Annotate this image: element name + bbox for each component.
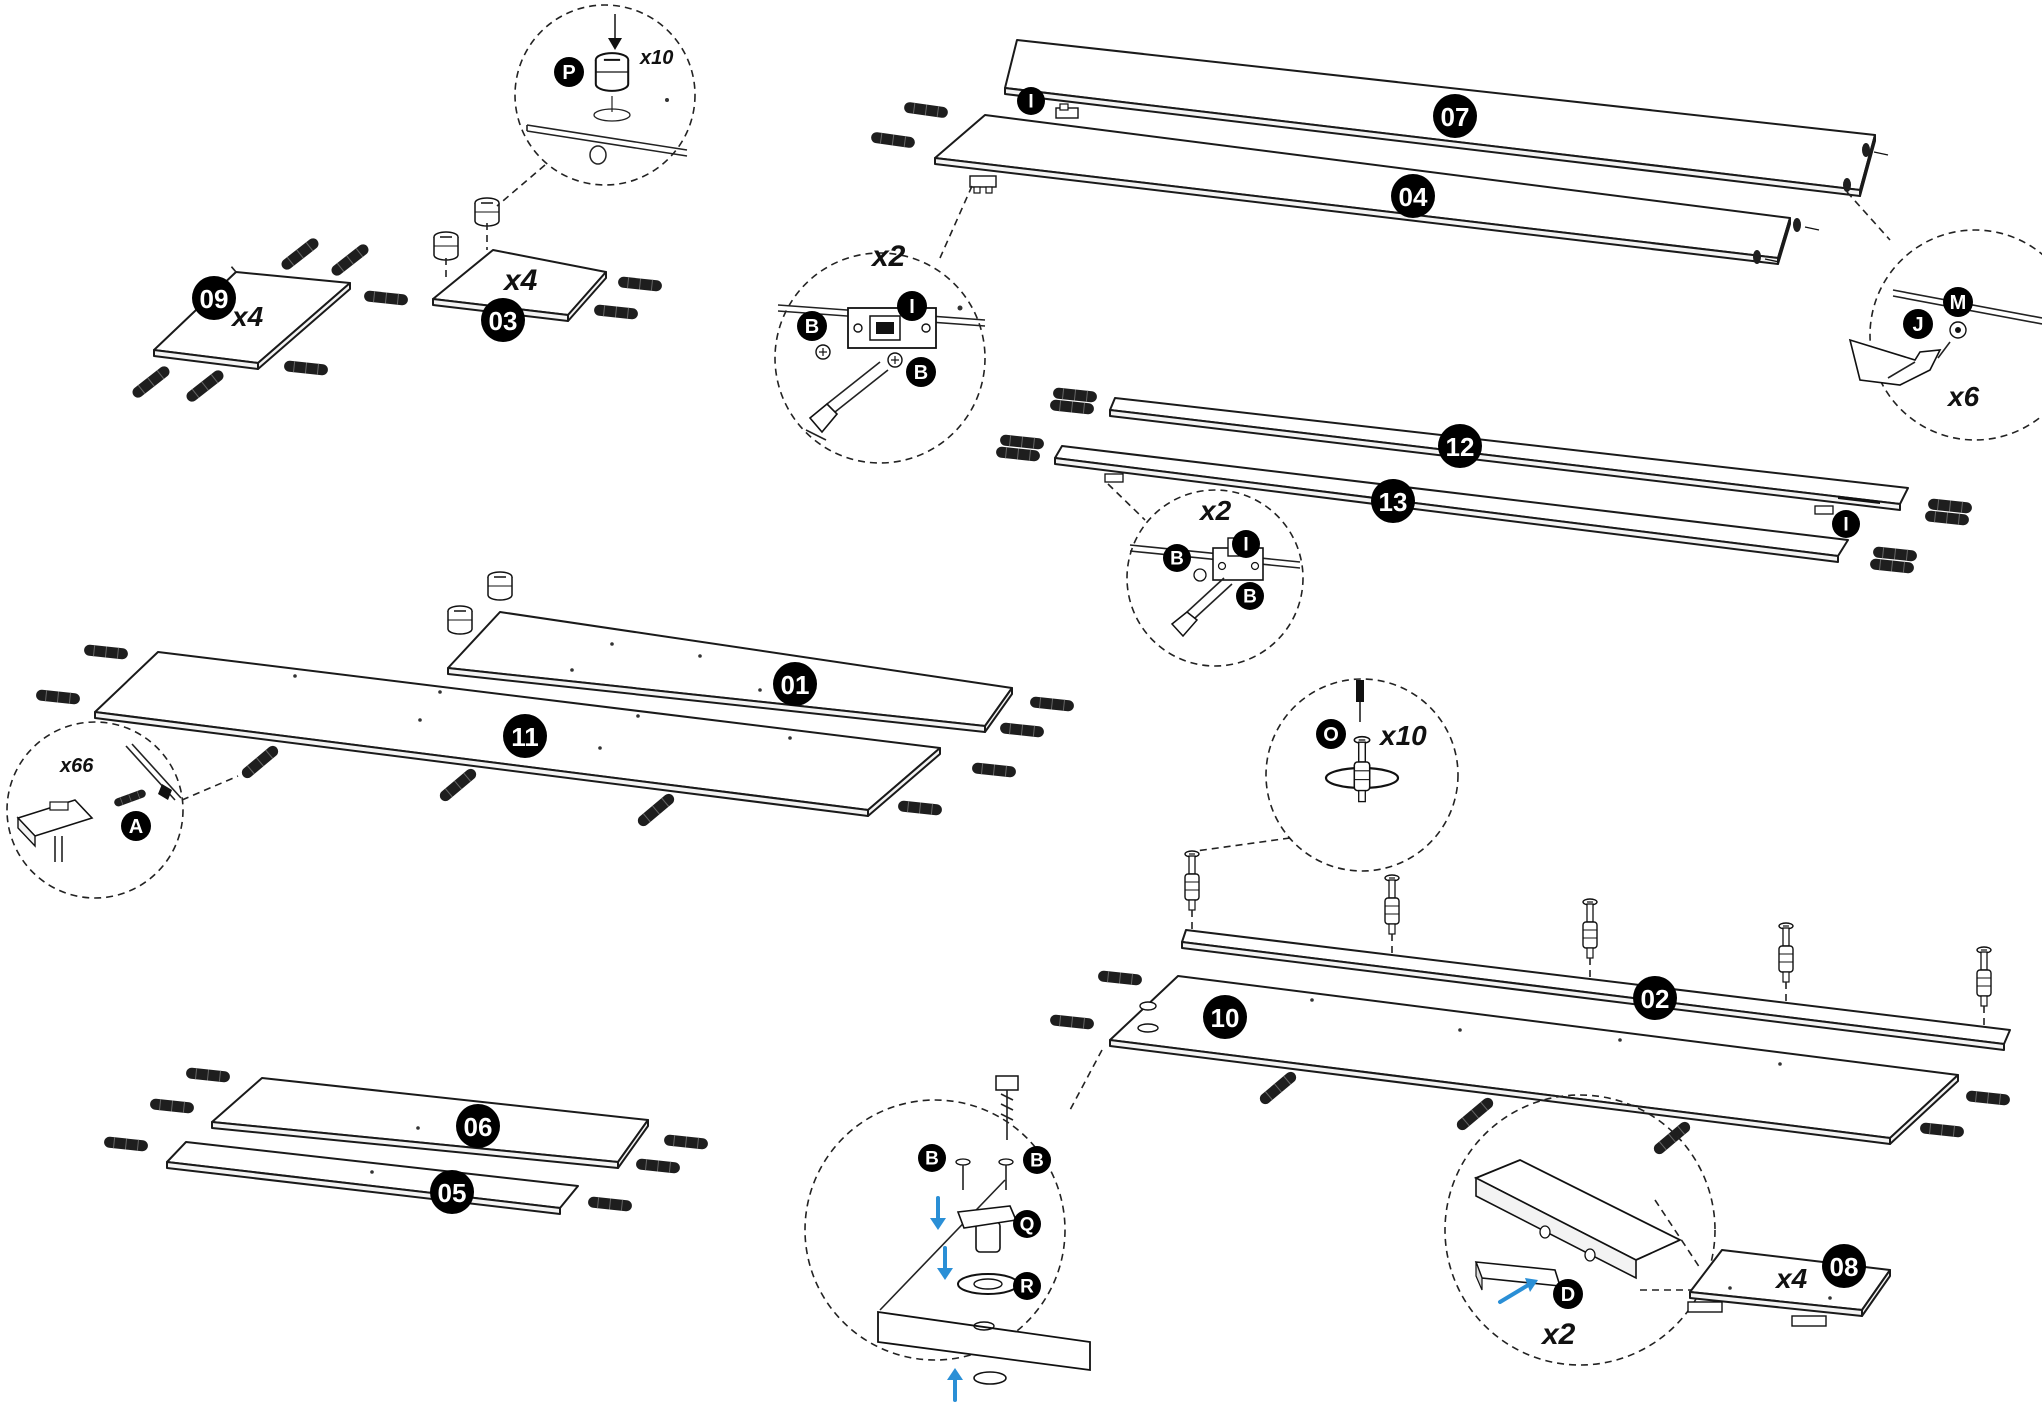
panel-badge-09: 09 <box>192 276 236 320</box>
part-badge-I-detail-mid-label: I <box>1243 535 1248 556</box>
part-badge-B-1: B <box>797 311 827 341</box>
panel-badge-03: 03 <box>481 298 525 342</box>
part-badge-D: D <box>1553 1279 1583 1309</box>
part-badge-I-top-panel-label: I <box>1028 92 1033 113</box>
panel-badge-06-label: 06 <box>464 1112 493 1142</box>
panel-badge-12: 12 <box>1438 424 1482 468</box>
part-badge-P-label: P <box>562 62 575 84</box>
part-badge-R-label: R <box>1020 1277 1034 1298</box>
panel-badge-05: 05 <box>430 1170 474 1214</box>
part-badge-B-2-label: B <box>914 362 928 384</box>
part-badge-I-detail-top: I <box>897 291 927 321</box>
panel-badge-04: 04 <box>1391 174 1435 218</box>
part-badge-M: M <box>1943 287 1973 317</box>
part-badge-D-label: D <box>1561 1284 1575 1306</box>
qty-bracket-I-mid: x2 <box>1198 495 1232 526</box>
panel-09-group <box>129 235 409 405</box>
panel-badge-12-label: 12 <box>1446 432 1475 462</box>
qty-panel-09: x4 <box>230 301 264 332</box>
panel-badge-09-label: 09 <box>200 284 229 314</box>
panel-badge-07: 07 <box>1433 94 1477 138</box>
part-badge-P: P <box>554 57 584 87</box>
part-badge-B-6-label: B <box>1030 1151 1044 1172</box>
panel-badge-11-label: 11 <box>511 722 539 752</box>
panel-badge-02-label: 02 <box>1641 984 1670 1014</box>
panel-03-group <box>432 197 663 322</box>
panel-01-group <box>447 571 1075 739</box>
qty-dowel-A: x66 <box>59 755 94 777</box>
part-badge-A: A <box>121 811 151 841</box>
qty-bracket-I-top: x2 <box>870 240 906 273</box>
detail-circle-nail-JM <box>1846 191 2042 441</box>
part-badge-M-label: M <box>1950 292 1967 314</box>
panel-badge-10-label: 10 <box>1211 1003 1240 1033</box>
part-badge-I-detail-mid: I <box>1232 530 1260 558</box>
panel-badge-07-label: 07 <box>1441 102 1470 132</box>
detail-circle-dowel-A <box>6 721 239 899</box>
part-badge-B-3: B <box>1163 544 1191 572</box>
panel-06-group <box>149 1066 709 1175</box>
detail-circle-foot-QR <box>804 1049 1103 1402</box>
panel-badge-01-label: 01 <box>781 670 810 700</box>
part-badge-I-panel13: I <box>1832 510 1860 538</box>
panel-badge-11: 11 <box>503 714 547 758</box>
qty-strip-D: x2 <box>1540 1318 1576 1351</box>
qty-cam-P: x10 <box>639 47 673 69</box>
qty-panel-08: x4 <box>1774 1263 1808 1294</box>
part-badge-B-5-label: B <box>925 1149 939 1170</box>
part-badge-B-2: B <box>906 357 936 387</box>
panel-badge-13: 13 <box>1371 479 1415 523</box>
part-badge-B-6: B <box>1023 1146 1051 1174</box>
qty-panel-03: x4 <box>502 264 538 297</box>
qty-bolt-O: x10 <box>1378 720 1427 751</box>
panel-badge-03-label: 03 <box>489 306 518 336</box>
qty-nail-JM: x6 <box>1946 381 1980 412</box>
part-badge-O-label: O <box>1323 724 1339 746</box>
panel-13-group <box>995 433 1918 575</box>
part-badge-Q-label: Q <box>1020 1215 1035 1236</box>
part-badge-B-3-label: B <box>1170 549 1184 570</box>
panel-badge-08: 08 <box>1822 1244 1866 1288</box>
part-badge-I-panel13-label: I <box>1843 515 1848 536</box>
detail-circle-cam-P <box>496 4 696 207</box>
panel-02-group <box>1181 850 2011 1051</box>
part-badge-A-label: A <box>129 816 143 838</box>
panel-badge-05-label: 05 <box>438 1178 467 1208</box>
part-badge-Q: Q <box>1013 1210 1041 1238</box>
part-badge-B-5: B <box>918 1144 946 1172</box>
detail-circle-bolt-O <box>1195 678 1459 872</box>
part-badge-B-1-label: B <box>805 316 819 338</box>
part-badge-B-4: B <box>1236 582 1264 610</box>
part-badge-I-top-panel: I <box>1017 87 1045 115</box>
detail-circle-strip-D <box>1444 1094 1716 1366</box>
panel-badge-13-label: 13 <box>1379 487 1408 517</box>
panel-badge-01: 01 <box>773 662 817 706</box>
part-badge-J-label: J <box>1912 314 1923 336</box>
panel-badge-04-label: 04 <box>1399 182 1428 212</box>
part-badge-I-detail-top-label: I <box>909 296 915 318</box>
panel-10-group <box>1049 969 2011 1157</box>
panel-badge-02: 02 <box>1633 976 1677 1020</box>
part-badge-B-4-label: B <box>1243 587 1257 608</box>
part-badge-R: R <box>1013 1272 1041 1300</box>
panel-badge-08-label: 08 <box>1830 1252 1859 1282</box>
panel-04-group <box>869 114 1820 265</box>
panel-badge-06: 06 <box>456 1104 500 1148</box>
part-badge-O: O <box>1316 719 1346 749</box>
panel-badge-10: 10 <box>1203 995 1247 1039</box>
panel-12-group <box>1049 386 1973 527</box>
part-badge-J: J <box>1903 309 1933 339</box>
